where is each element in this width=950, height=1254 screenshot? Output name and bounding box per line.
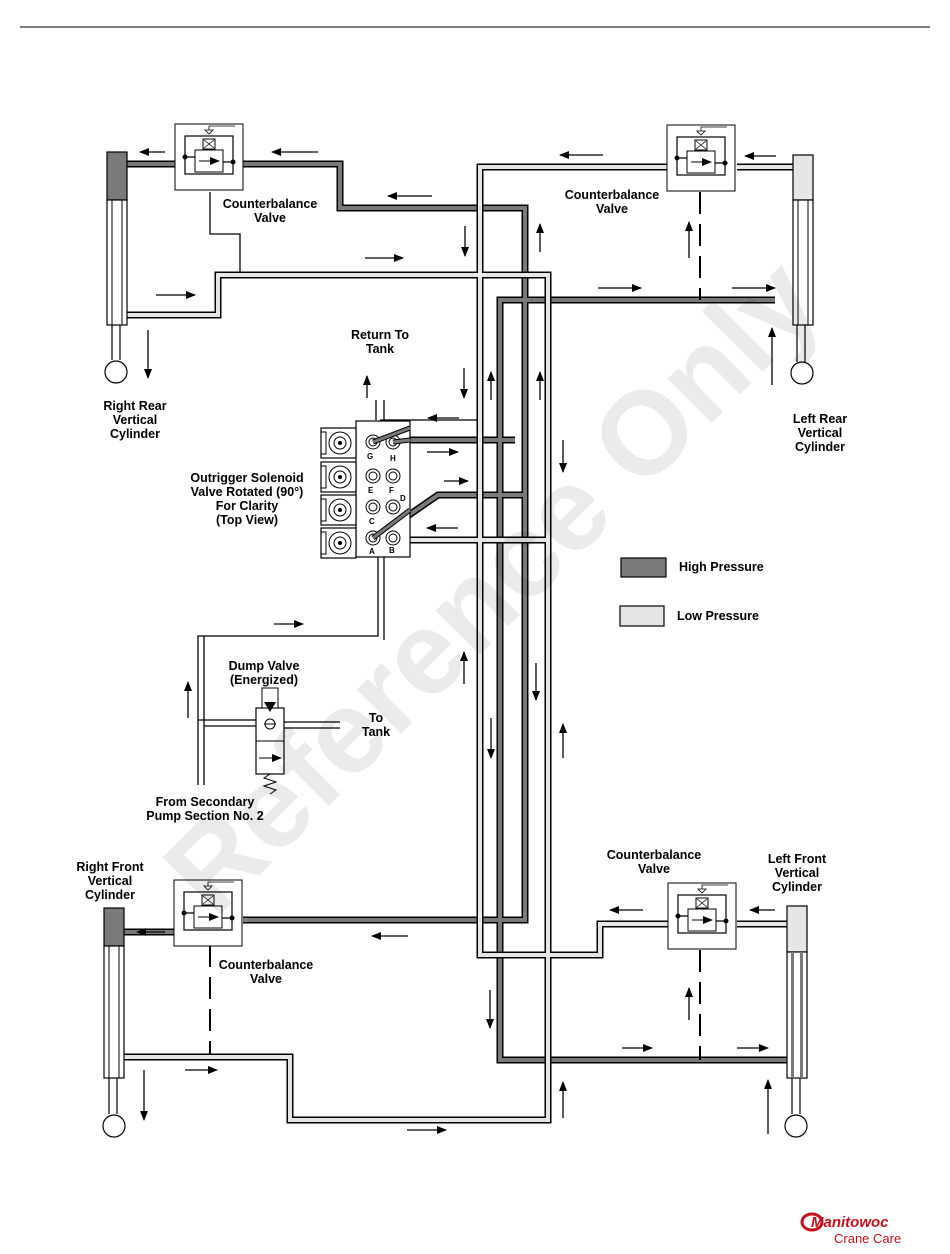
legend-low-label: Low Pressure — [677, 609, 759, 623]
left-rear-cylinder — [790, 154, 814, 385]
port-a: A — [369, 547, 375, 556]
port-d: D — [400, 494, 406, 503]
label-cbv-right-front: Counterbalance Valve — [218, 958, 314, 986]
label-left-rear-cylinder: Left Rear Vertical Cylinder — [792, 412, 848, 454]
legend-high-swatch — [620, 557, 667, 578]
brand-subtitle: Crane Care — [834, 1231, 902, 1246]
high-pressure-fill — [105, 162, 790, 1062]
dump-valve — [255, 687, 285, 795]
label-dump-valve: Dump Valve (Energized) — [228, 659, 300, 687]
brand-logo: Manitowoc Crane Care — [800, 1212, 920, 1248]
counterbalance-valve-left-rear — [667, 125, 735, 191]
port-f: F — [389, 486, 394, 495]
brand-swoosh-icon — [800, 1212, 824, 1232]
outrigger-solenoid-valve — [320, 420, 412, 559]
label-right-front-cylinder: Right Front Vertical Cylinder — [76, 860, 144, 902]
flow-arrows — [136, 148, 776, 1134]
label-to-tank: To Tank — [361, 711, 391, 739]
right-rear-cylinder — [104, 151, 128, 384]
port-e: E — [368, 486, 374, 495]
counterbalance-valve-left-front — [668, 883, 736, 949]
thin-lines — [197, 400, 478, 785]
label-right-rear-cylinder: Right Rear Vertical Cylinder — [103, 399, 167, 441]
pilot-lines — [209, 192, 241, 272]
left-front-cylinder — [784, 905, 808, 1138]
label-cbv-left-front: Counterbalance Valve — [606, 848, 702, 876]
label-from-pump: From Secondary Pump Section No. 2 — [146, 795, 264, 823]
legend-high-label: High Pressure — [679, 560, 764, 574]
low-pressure-fill — [122, 165, 793, 1122]
label-cbv-right-rear: Counterbalance Valve — [222, 197, 318, 225]
port-b: B — [389, 546, 395, 555]
label-cbv-left-rear: Counterbalance Valve — [564, 188, 660, 216]
legend-low-swatch — [619, 605, 665, 627]
port-g: G — [367, 452, 374, 461]
brand-name: Manitowoc — [811, 1214, 889, 1231]
label-return-to-tank: Return To Tank — [350, 328, 410, 356]
pilot-dashed — [209, 192, 701, 1060]
right-front-cylinder — [102, 907, 126, 1138]
port-c: C — [369, 517, 375, 526]
counterbalance-valve-right-rear — [175, 124, 243, 190]
label-left-front-cylinder: Left Front Vertical Cylinder — [767, 852, 827, 894]
port-h: H — [390, 454, 396, 463]
label-solenoid-valve: Outrigger Solenoid Valve Rotated (90°) F… — [190, 471, 304, 527]
